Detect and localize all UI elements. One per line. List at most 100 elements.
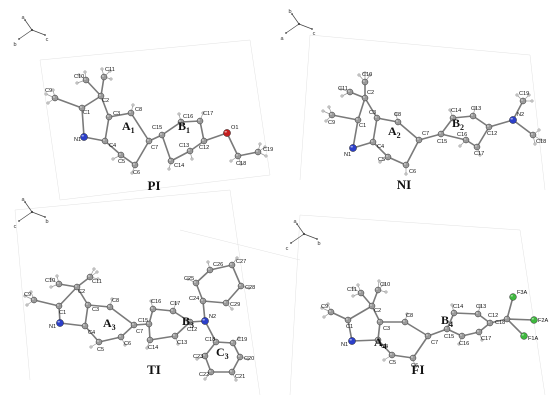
hydrogen-atom [130, 171, 134, 175]
hydrogen-atom [339, 87, 343, 91]
hydrogen-atom [458, 144, 462, 148]
atom-label-c11: C11 [338, 86, 348, 92]
atom-c16 [458, 332, 466, 340]
atom-n1 [349, 144, 357, 152]
axis-label-c: c [14, 224, 17, 230]
atom-highlight [402, 320, 406, 322]
atom-c8 [127, 109, 135, 117]
hydrogen-atom [326, 302, 330, 306]
hydrogen-atom [450, 303, 454, 307]
axis-c-arrowhead [290, 242, 292, 244]
atom-highlight [102, 139, 105, 141]
atom-highlight [202, 354, 205, 356]
bond-C16-C15 [440, 133, 467, 141]
atom-label-c27: C27 [236, 259, 246, 265]
atom-highlight [521, 333, 524, 336]
hydrogen-atom [473, 106, 477, 110]
atom-f3a [509, 293, 517, 301]
bond-C28-C29 [225, 285, 242, 304]
bond-C2-C3 [364, 97, 378, 119]
atom-highlight [213, 340, 216, 342]
atom-label-c1: C1 [59, 310, 66, 316]
unit-cell-lines [14, 34, 546, 396]
axis-label-b: b [45, 219, 48, 225]
atom-c4 [369, 138, 377, 146]
ring-label-b3: B3 [182, 314, 194, 330]
bond-N2-C18 [512, 119, 534, 136]
atom-c19 [229, 339, 237, 347]
atom-label-c1: C1 [359, 123, 366, 129]
atom-c8 [401, 318, 409, 326]
atom-label-c7: C7 [151, 145, 158, 151]
atom-n1 [348, 337, 356, 345]
bond-C13-C14 [170, 150, 191, 162]
atom-highlight [96, 340, 99, 342]
hydrogen-atom [95, 270, 99, 274]
hydrogen-atom [100, 67, 104, 71]
bond-C12-C17 [476, 126, 490, 148]
atom-highlight [52, 96, 55, 98]
atom-label-c9: C9 [321, 304, 328, 310]
atom-label-c10: C10 [362, 72, 372, 78]
axis-c-line [298, 23, 313, 30]
atom-highlight [131, 323, 134, 325]
atom-highlight [255, 150, 258, 152]
hydrogen-atom [322, 315, 326, 319]
bond-C27-C28 [231, 264, 242, 287]
atom-highlight [345, 318, 349, 320]
hydrogen-atom [203, 377, 207, 381]
atom-label-c5: C5 [97, 347, 104, 353]
atom-label-c8: C8 [394, 112, 401, 118]
atom-highlight [146, 139, 149, 141]
atom-c7 [424, 332, 432, 340]
atom-label-c4: C4 [88, 330, 95, 336]
atoms: C1C2C3C4C5C6C7C8C9C10C11C12C13C14C15C16C… [328, 72, 546, 175]
hydrogen-atom [537, 128, 541, 132]
atom-label-n2: N2 [517, 112, 524, 118]
atom-highlight [202, 318, 206, 321]
atom-c11 [346, 88, 354, 96]
bond-C2-C3 [100, 95, 110, 118]
hydrogen-atom [404, 172, 408, 176]
atom-c5 [384, 153, 392, 161]
hydrogen-atom [44, 92, 48, 96]
atom-highlight [172, 334, 175, 336]
atom-highlight [520, 99, 523, 101]
atom-highlight [358, 291, 362, 293]
atom-label-c2: C2 [78, 289, 85, 295]
bond-C3-C4 [104, 116, 110, 142]
hydrogens [44, 67, 268, 175]
hydrogen-atom [363, 71, 367, 75]
hydrogen-atom [368, 73, 372, 77]
hydrogen-atom [351, 286, 355, 290]
atom-label-c7: C7 [422, 131, 429, 137]
atom-c27 [228, 261, 236, 269]
bond-C3-C8 [108, 112, 132, 118]
bond-C1-N1 [352, 119, 359, 149]
hydrogen-atom [23, 294, 27, 298]
hydrogen-atom [405, 312, 409, 316]
atom-highlight [459, 334, 463, 336]
atom-c1 [344, 316, 352, 324]
atom-label-c19: C19 [263, 147, 273, 153]
atom-c19 [254, 148, 262, 156]
atom-highlight [208, 370, 211, 372]
ring-label-a3: A3 [103, 316, 116, 332]
atom-highlight [106, 115, 109, 117]
atom-label-c13: C13 [179, 143, 189, 149]
atom-label-c17: C17 [170, 301, 180, 307]
atom-highlight [118, 335, 121, 337]
bond-C7-C15 [427, 328, 448, 337]
atom-label-c15: C15 [437, 139, 447, 145]
axis-label-a: a [280, 36, 284, 42]
atom-highlight [475, 312, 479, 314]
atom-highlight [74, 285, 77, 287]
bond-C18-F1A [506, 318, 525, 337]
hydrogen-atom [515, 93, 519, 97]
atom-c15 [158, 131, 166, 139]
hydrogen-atom [394, 112, 398, 116]
bond-C9-C1 [54, 97, 83, 109]
atom-label-c15: C15 [444, 334, 454, 340]
atom-label-c13: C13 [177, 340, 187, 346]
